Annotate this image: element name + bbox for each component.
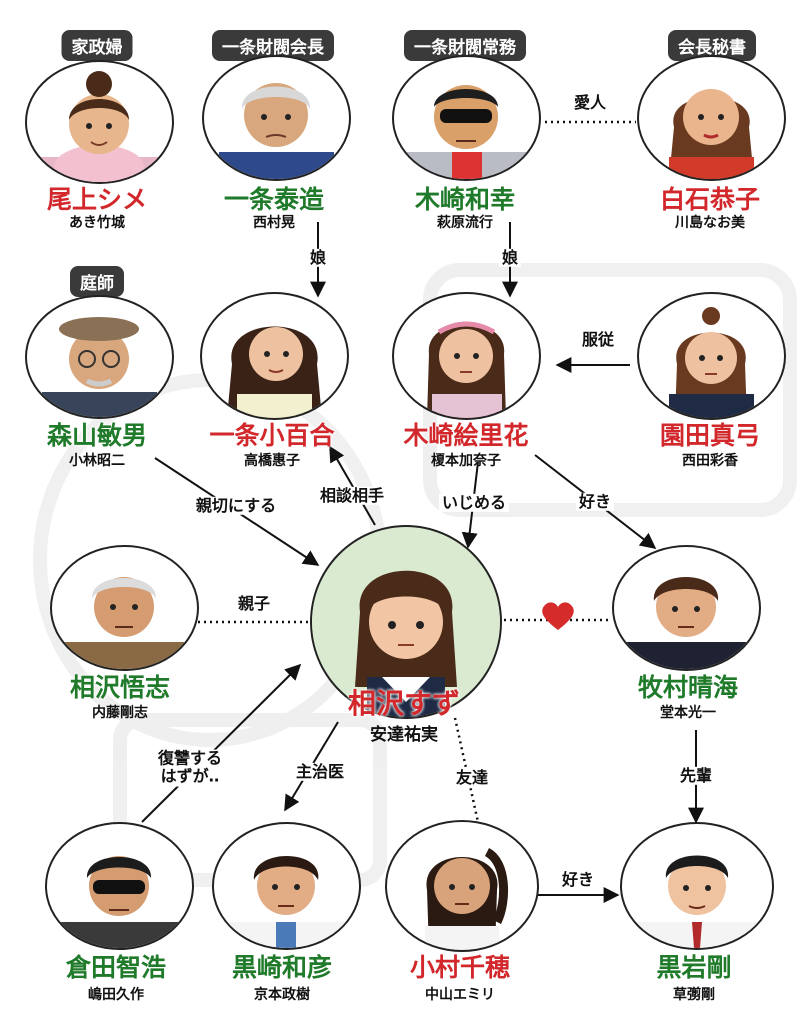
portrait-ichijo-sayuri	[200, 292, 349, 420]
portrait-sonoda	[637, 292, 786, 420]
name-komura: 小村千穂	[409, 953, 511, 982]
portrait-kizaki-erika	[392, 292, 541, 420]
heart-icon	[542, 602, 574, 630]
portrait-komura	[385, 820, 539, 952]
role-tag-gardener: 庭師	[70, 266, 124, 297]
role-tag-housekeeper: 家政婦	[61, 30, 133, 61]
rel-label-revenge: 復讐する はずが‥	[154, 749, 226, 787]
actor-oue: あき竹城	[69, 215, 125, 231]
person-icon	[27, 71, 172, 182]
actor-aizawa-suzu: 安達祐実	[370, 725, 438, 745]
portrait-oue	[25, 60, 174, 184]
name-shiraishi: 白石恭子	[659, 185, 761, 214]
actor-makimura: 堂本光一	[660, 705, 716, 721]
person-icon	[427, 321, 506, 418]
actor-sonoda: 西田彩香	[682, 453, 738, 469]
person-icon	[626, 577, 746, 669]
name-aizawa-suzu: 相沢すず	[347, 687, 461, 720]
portrait-kurosaki	[212, 822, 361, 950]
rel-label-friend: 友達	[452, 768, 492, 788]
name-makimura: 牧村晴海	[637, 673, 739, 702]
name-kurata: 倉田智浩	[65, 953, 167, 982]
actor-kurosaki: 京本政樹	[254, 987, 310, 1003]
portrait-aizawa-satoshi	[50, 545, 199, 671]
person-icon	[404, 85, 529, 179]
name-ichijo-taizo: 一条泰造	[223, 185, 325, 214]
actor-kuroiwa: 草彅剛	[673, 987, 715, 1003]
person-icon	[312, 528, 500, 717]
actor-ichijo-sayuri: 高橋惠子	[244, 453, 300, 469]
actor-kurata: 嶋田久作	[88, 987, 144, 1003]
rel-label-doctor: 主治医	[292, 762, 348, 782]
rel-line-suzu-sayuri	[329, 445, 376, 526]
name-kizaki-kazuyuki: 木崎和幸	[414, 185, 516, 214]
person-icon	[219, 83, 334, 179]
rel-label-parent-child: 親子	[234, 594, 274, 614]
name-kuroiwa: 黒岩剛	[656, 953, 732, 982]
rel-label-like-1: 好き	[575, 492, 615, 512]
portrait-aizawa-suzu	[310, 525, 502, 719]
person-icon	[227, 326, 322, 418]
actor-shiraishi: 川島なお美	[675, 215, 745, 231]
rel-label-like-2: 好き	[558, 870, 598, 890]
rel-line-kurata-suzu	[141, 663, 302, 823]
portrait-ichijo-taizo	[202, 55, 351, 181]
actor-aizawa-satoshi: 内藤剛志	[92, 705, 148, 721]
name-moriyama: 森山敏男	[46, 421, 148, 450]
rel-label-daughter-1: 娘	[306, 248, 330, 268]
person-icon	[42, 317, 157, 417]
name-kizaki-erika: 木崎絵里花	[403, 421, 529, 450]
actor-komura: 中山エミリ	[425, 987, 495, 1003]
rel-label-obey: 服従	[578, 330, 618, 350]
rel-label-senior: 先輩	[676, 766, 716, 786]
actor-ichijo-taizo: 西村晃	[253, 215, 295, 231]
name-oue: 尾上シメ	[46, 185, 148, 214]
person-icon	[669, 307, 754, 418]
rel-label-kind: 親切にする	[192, 496, 280, 516]
portrait-kuroiwa	[620, 822, 774, 950]
rel-label-daughter-2: 娘	[498, 248, 522, 268]
name-sonoda: 園田真弓	[659, 421, 761, 450]
person-icon	[64, 577, 184, 669]
rel-label-lover: 愛人	[570, 93, 610, 113]
name-aizawa-satoshi: 相沢悟志	[69, 673, 171, 702]
actor-kizaki-erika: 榎本加奈子	[431, 453, 501, 469]
actor-kizaki-kazuyuki: 萩原流行	[437, 215, 493, 231]
person-icon	[636, 855, 758, 948]
person-icon	[59, 856, 179, 948]
portrait-kizaki-kazuyuki	[392, 55, 541, 181]
portrait-makimura	[612, 545, 761, 671]
person-icon	[226, 856, 346, 948]
rel-label-bully: いじめる	[438, 493, 510, 513]
portrait-kurata	[45, 822, 194, 950]
portrait-moriyama	[25, 295, 174, 419]
name-kurosaki: 黒崎和彦	[231, 953, 333, 982]
person-icon	[669, 89, 754, 179]
person-icon	[425, 847, 509, 950]
portrait-shiraishi	[637, 55, 786, 181]
rel-label-confidant: 相談相手	[316, 486, 388, 506]
name-ichijo-sayuri: 一条小百合	[209, 421, 335, 450]
actor-moriyama: 小林昭二	[69, 453, 125, 469]
